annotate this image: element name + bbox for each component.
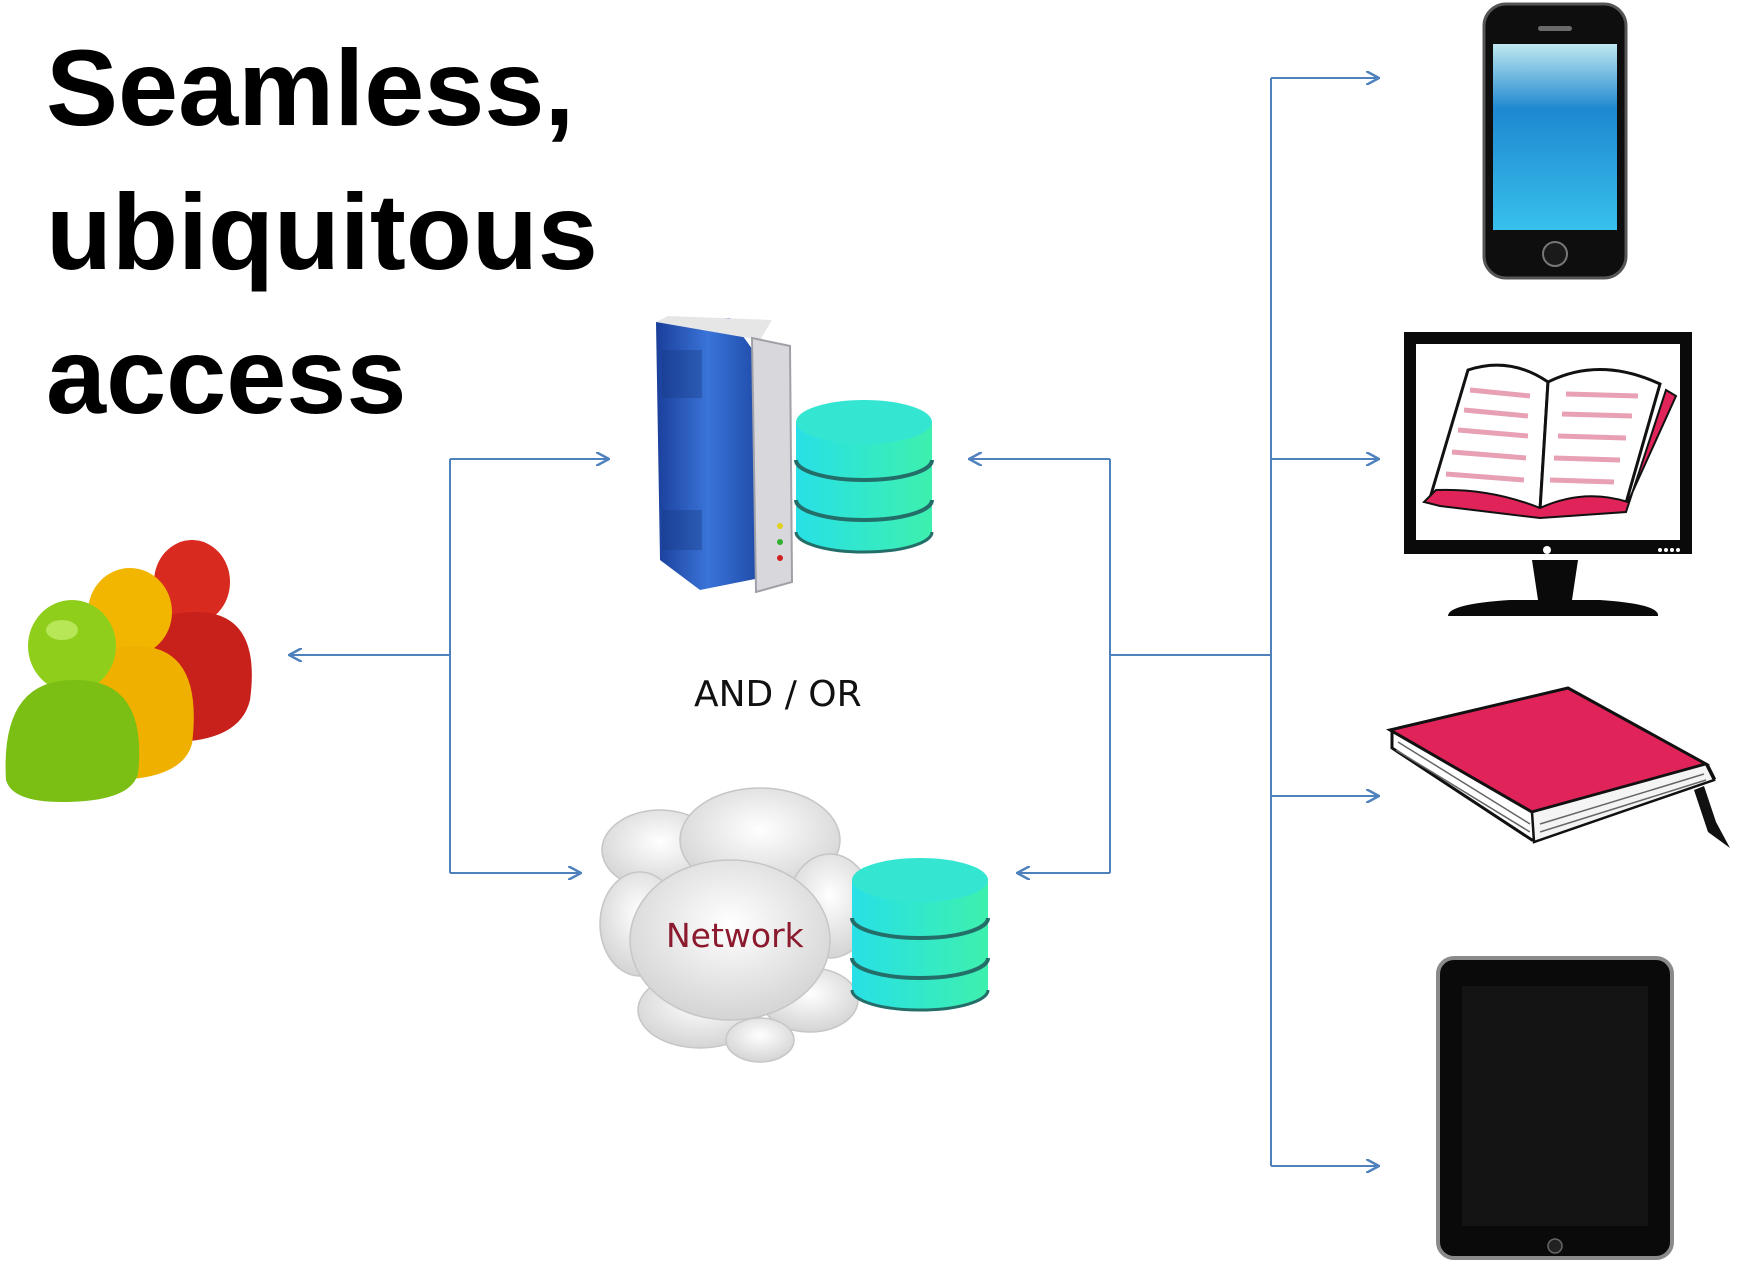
user-group-icon bbox=[5, 540, 252, 802]
page-title-line-3: access bbox=[46, 315, 407, 436]
database-icon bbox=[794, 400, 934, 554]
printed-book-icon bbox=[1385, 686, 1730, 848]
server-tower-icon bbox=[656, 316, 794, 594]
page-title-line-2: ubiquitous bbox=[46, 171, 598, 292]
cloud-icon bbox=[599, 787, 873, 1063]
monitor-ebook-icon bbox=[1404, 332, 1692, 616]
network-label: Network bbox=[666, 916, 804, 955]
database-icon bbox=[850, 858, 990, 1012]
smartphone-icon bbox=[1482, 2, 1628, 280]
connectors bbox=[290, 78, 1378, 1166]
tablet-icon bbox=[1436, 956, 1674, 1260]
and-or-label: AND / OR bbox=[694, 674, 862, 715]
open-book-icon bbox=[1422, 363, 1678, 520]
page-title-line-1: Seamless, bbox=[46, 27, 575, 148]
